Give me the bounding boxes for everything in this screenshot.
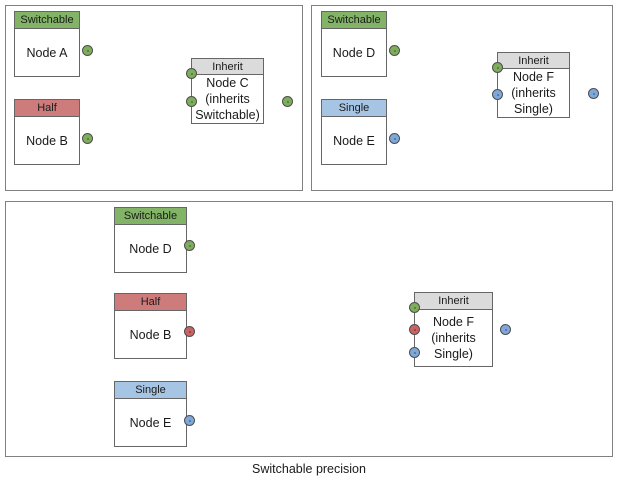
node-box-node-b[interactable]: Half Node B	[14, 99, 80, 165]
node-label-node-b: Node B	[26, 133, 68, 148]
node-label-node-b: Node B	[129, 327, 172, 342]
port-node-c-in-2[interactable]	[186, 96, 197, 107]
node-box-node-d-bottom[interactable]: Switchable Node D	[114, 207, 187, 273]
node-box-node-a[interactable]: Switchable Node A	[14, 11, 80, 77]
port-bottom-node-f-in-3[interactable]	[409, 347, 420, 358]
port-node-d-out[interactable]	[389, 45, 400, 56]
node-header-inherit: Inherit	[498, 53, 569, 69]
node-box-node-c[interactable]: Inherit Node C (inherits Switchable)	[191, 58, 264, 124]
port-node-f-in-1[interactable]	[492, 62, 503, 73]
node-box-node-b-bottom[interactable]: Half Node B	[114, 293, 187, 359]
node-header-switchable: Switchable	[15, 12, 79, 29]
node-label-node-d: Node D	[129, 241, 172, 256]
port-node-f-in-2[interactable]	[492, 89, 503, 100]
node-label-node-c: Node C (inherits Switchable)	[195, 76, 260, 122]
port-node-a-out[interactable]	[82, 45, 93, 56]
node-label-node-e: Node E	[129, 415, 172, 430]
port-bottom-node-f-in-2[interactable]	[409, 324, 420, 335]
port-node-f-out[interactable]	[588, 88, 599, 99]
node-box-node-e-bottom[interactable]: Single Node E	[114, 381, 187, 447]
node-header-single: Single	[115, 382, 186, 399]
node-label-node-e: Node E	[333, 133, 375, 148]
node-label-node-f: Node F (inherits Single)	[511, 70, 556, 116]
port-node-c-out[interactable]	[282, 96, 293, 107]
node-label-node-a: Node A	[26, 45, 68, 60]
node-label-node-f: Node F (inherits Single)	[431, 315, 476, 361]
port-bottom-node-f-in-1[interactable]	[409, 302, 420, 313]
node-box-node-f-top[interactable]: Inherit Node F (inherits Single)	[497, 52, 570, 118]
bottom-panel	[5, 201, 613, 457]
port-node-b-out[interactable]	[82, 133, 93, 144]
node-header-switchable: Switchable	[322, 12, 386, 29]
node-box-node-d-top[interactable]: Switchable Node D	[321, 11, 387, 77]
port-bottom-node-f-out[interactable]	[500, 324, 511, 335]
node-box-node-f-bottom[interactable]: Inherit Node F (inherits Single)	[414, 292, 493, 367]
diagram-caption: Switchable precision	[252, 462, 366, 476]
node-header-switchable: Switchable	[115, 208, 186, 225]
port-bottom-node-e-out[interactable]	[184, 415, 195, 426]
node-header-inherit: Inherit	[192, 59, 263, 75]
port-node-c-in-1[interactable]	[186, 68, 197, 79]
port-node-e-out[interactable]	[389, 133, 400, 144]
port-bottom-node-d-out[interactable]	[184, 240, 195, 251]
node-header-single: Single	[322, 100, 386, 117]
node-header-half: Half	[115, 294, 186, 311]
node-box-node-e-top[interactable]: Single Node E	[321, 99, 387, 165]
node-label-node-d: Node D	[332, 45, 376, 60]
port-bottom-node-b-out[interactable]	[184, 326, 195, 337]
node-header-half: Half	[15, 100, 79, 117]
node-header-inherit: Inherit	[415, 293, 492, 310]
